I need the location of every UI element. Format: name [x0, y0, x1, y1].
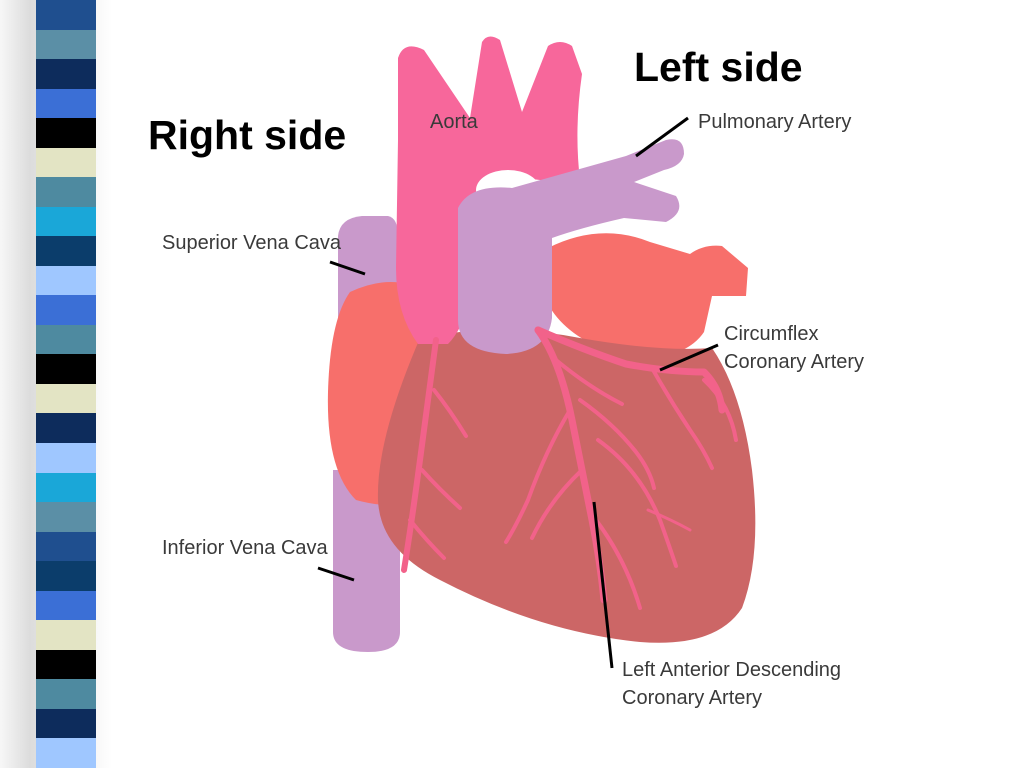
- coronary-branch: [420, 468, 462, 510]
- coronary-branch: [408, 518, 446, 560]
- lad-label-line1: Left Anterior Descending: [622, 659, 842, 681]
- strip-bar: [36, 295, 96, 325]
- right-side-heading: Right side: [148, 112, 347, 158]
- strip-bar: [36, 29, 96, 60]
- strip-bar: [36, 531, 96, 562]
- strip-bar: [36, 147, 96, 178]
- superior-vena-cava-label: Superior Vena Cava: [162, 232, 342, 254]
- pulmonary-artery-label: Pulmonary Artery: [698, 111, 852, 133]
- coronary-branch: [530, 468, 584, 540]
- strip-bar: [36, 118, 96, 148]
- lad-label-line2: Coronary Artery: [622, 687, 763, 709]
- coronary-branch: [554, 358, 624, 406]
- coronary-branch: [650, 366, 714, 470]
- strip-bar: [36, 265, 96, 296]
- strip-bar: [36, 413, 96, 443]
- coronary-arteries: [401, 326, 738, 610]
- aorta-label: Aorta: [430, 111, 478, 133]
- leader-lad: [592, 501, 614, 669]
- strip-bar: [36, 236, 96, 266]
- leader-circumflex: [659, 343, 719, 372]
- circumflex-label-line2: Coronary Artery: [724, 351, 865, 373]
- leader-pulmonary: [635, 116, 689, 158]
- strip-bar: [36, 620, 96, 650]
- strip-bar: [36, 88, 96, 119]
- coronary-branch: [594, 518, 642, 610]
- strip-bar: [36, 649, 96, 680]
- leader-lines: [317, 116, 719, 669]
- leader-inferior-vena-cava: [317, 566, 355, 582]
- right-coronary-artery: [401, 337, 439, 573]
- strip-bar: [36, 177, 96, 207]
- coronary-branch: [646, 508, 692, 532]
- strip-bar: [36, 561, 96, 591]
- strip-bar: [36, 679, 96, 709]
- strip-bar: [36, 472, 96, 503]
- strip-bar: [36, 708, 96, 739]
- strip-bar: [36, 206, 96, 237]
- inferior-vena-cava-label: Inferior Vena Cava: [162, 537, 328, 559]
- coronary-branch: [504, 408, 572, 544]
- coronary-branch: [702, 378, 738, 442]
- leader-superior-vena-cava: [329, 260, 366, 276]
- strip-bar: [36, 442, 96, 473]
- pulmonary-artery: [458, 139, 684, 354]
- strip-bar: [36, 738, 96, 768]
- left-atrium: [546, 233, 748, 360]
- strip-color-bars: [36, 0, 96, 768]
- strip-bar: [36, 59, 96, 89]
- left-side-heading: Left side: [634, 44, 803, 90]
- coronary-branch: [432, 388, 468, 438]
- strip-bar: [36, 590, 96, 621]
- coronary-branch: [578, 398, 656, 490]
- strip-bar: [36, 354, 96, 384]
- circumflex-label-line1: Circumflex: [724, 323, 819, 345]
- circumflex-artery: [534, 326, 726, 414]
- strip-bar: [36, 502, 96, 532]
- strip-bar: [36, 324, 96, 355]
- strip-bar: [36, 383, 96, 414]
- decorative-side-strip: [0, 0, 112, 768]
- strip-bar: [36, 0, 96, 30]
